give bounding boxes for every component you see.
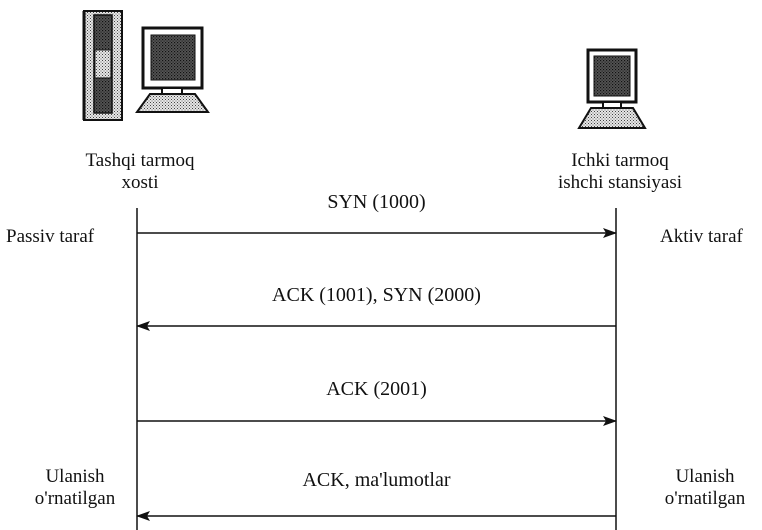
message-label-ack: ACK (2001) (326, 378, 427, 400)
left-host-name-line1: Tashqi tarmoq (85, 150, 195, 171)
computer-icon (135, 26, 210, 113)
message-label-ack-syn: ACK (1001), SYN (2000) (272, 284, 481, 306)
message-label-ack-data: ACK, ma'lumotlar (302, 469, 451, 491)
right-host-name-line2: ishchi stansiyasi (557, 172, 683, 193)
left-role-label: Passiv taraf (6, 226, 95, 247)
right-state-line1: Ulanish (675, 466, 735, 487)
right-state-line2: o'rnatilgan (664, 488, 746, 509)
right-host-name-line1: Ichki tarmoq (571, 150, 669, 171)
left-host-name: Tashqi tarmoq xosti (55, 150, 225, 194)
computer-icon (577, 48, 647, 129)
right-role-label: Aktiv taraf (660, 226, 743, 247)
left-host-name-line2: xosti (121, 172, 159, 193)
left-state-line1: Ulanish (45, 466, 105, 487)
message-label-syn: SYN (1000) (327, 191, 426, 213)
left-state-line2: o'rnatilgan (34, 488, 116, 509)
right-host-name: Ichki tarmoq ishchi stansiyasi (535, 150, 705, 194)
server-tower-icon (82, 10, 123, 121)
left-connection-state: Ulanish o'rnatilgan (25, 466, 125, 510)
right-connection-state: Ulanish o'rnatilgan (655, 466, 755, 510)
